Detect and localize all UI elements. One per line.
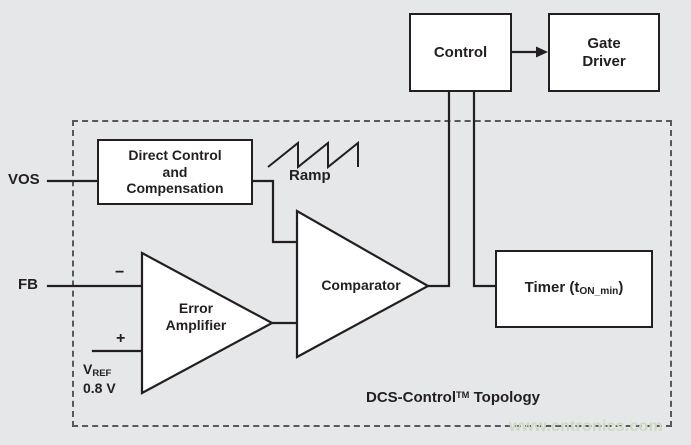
- ramp-label: Ramp: [289, 167, 331, 184]
- topology-region-label-prefix: DCS-Control: [366, 389, 456, 406]
- direct-control-label-line1: Direct Control: [128, 147, 222, 164]
- vref-value: 0.8 V: [83, 379, 116, 396]
- timer-block[interactable]: Timer (tON_min): [495, 250, 653, 328]
- error-amplifier-label-line2: Amplifier: [165, 316, 227, 333]
- fb-pin-label: FB: [18, 276, 38, 293]
- topology-region-label: DCS-ControlTM Topology: [366, 389, 540, 406]
- error-amp-inverting-input-label: −: [115, 264, 125, 281]
- vref-subscript: REF: [92, 368, 112, 380]
- arrowhead-control-to-gate-driver: [536, 46, 548, 58]
- dcs-control-topology-region: [72, 120, 672, 427]
- error-amplifier-label-line1: Error: [178, 300, 214, 316]
- trademark-superscript: TM: [456, 389, 470, 400]
- gate-driver-block[interactable]: Gate Driver: [548, 13, 660, 92]
- error-amplifier-label: Error Amplifier: [146, 300, 246, 333]
- control-block-label: Control: [433, 43, 488, 61]
- gate-driver-label-line1: Gate: [587, 34, 621, 52]
- timer-subscript: ON_min: [579, 286, 619, 298]
- topology-region-label-suffix: Topology: [469, 389, 540, 406]
- gate-driver-label-line2: Driver: [582, 52, 626, 70]
- comparator-label: Comparator: [321, 277, 401, 293]
- control-block[interactable]: Control: [409, 13, 512, 92]
- site-watermark: www.cntronics.com: [509, 418, 663, 435]
- timer-block-label: Timer (tON_min): [524, 279, 624, 298]
- vref-label: VREF 0.8 V: [83, 361, 116, 397]
- vref-prefix: V: [83, 361, 93, 377]
- error-amp-noninverting-input-label: +: [116, 330, 126, 347]
- direct-control-and-compensation-block[interactable]: Direct Control and Compensation: [97, 139, 253, 205]
- vos-pin-label: VOS: [8, 171, 40, 188]
- direct-control-label-line3: Compensation: [126, 180, 224, 197]
- direct-control-label-line2: and: [162, 163, 188, 180]
